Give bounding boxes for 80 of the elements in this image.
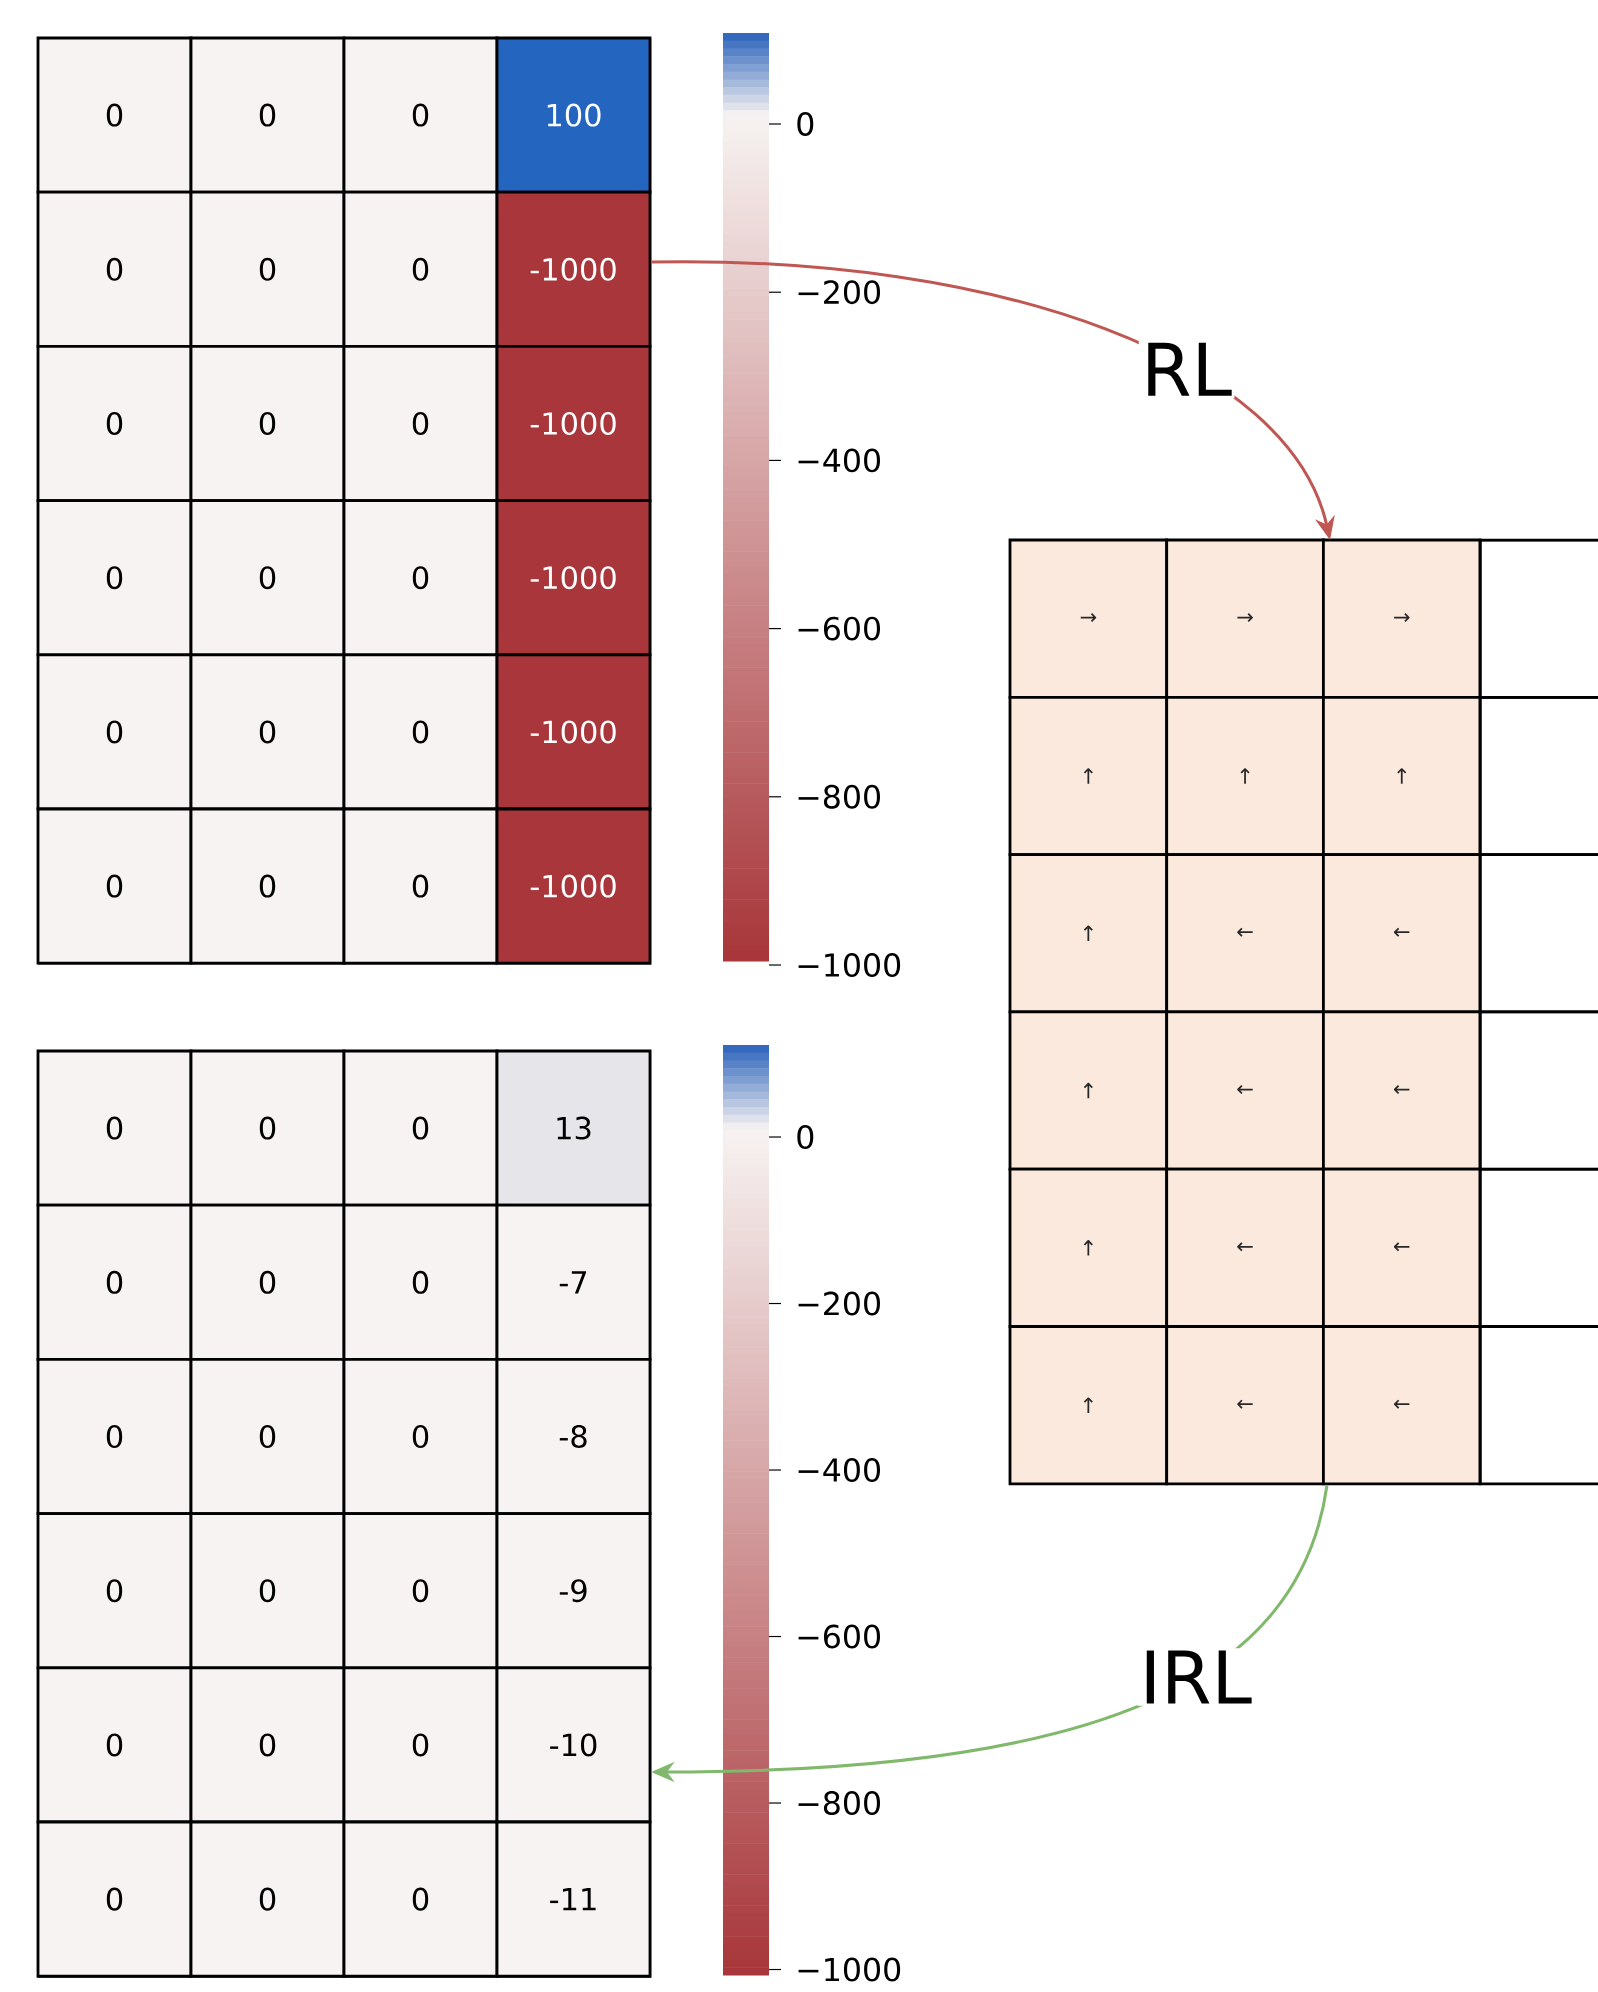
grid-cell: ← xyxy=(1322,853,1482,1014)
tick-label: −200 xyxy=(768,280,880,305)
grid-cell: 0 xyxy=(189,190,346,348)
grid-cell: 0 xyxy=(36,1049,193,1207)
grid-cell: -1000 xyxy=(495,499,652,657)
grid-cell: 0 xyxy=(342,1203,499,1361)
tick-label: −800 xyxy=(768,1791,880,1815)
grid-cell: 0 xyxy=(36,1820,193,1978)
grid-cell: 0 xyxy=(189,1666,346,1824)
grid-cell: 0 xyxy=(342,1820,499,1978)
grid-cell: ↑ xyxy=(1008,695,1169,856)
grid-cell: 0 xyxy=(342,1358,499,1516)
grid-cell: 0 xyxy=(36,36,193,194)
tick-label: −800 xyxy=(768,784,880,809)
grid-cell: ↑ xyxy=(1322,695,1482,856)
grid-cell: 13 xyxy=(495,1049,652,1207)
grid-cell: 0 xyxy=(342,1666,499,1824)
tick-label: 0 xyxy=(768,1125,814,1149)
grid-cell: 0 xyxy=(189,1512,346,1670)
grid-cell: 0 xyxy=(189,807,346,965)
grid-cell: -1000 xyxy=(495,807,652,965)
grid-cell: 0 xyxy=(189,1049,346,1207)
grid-cell: -9 xyxy=(495,1512,652,1670)
grid-cell: 0 xyxy=(189,653,346,811)
edge-label: RL xyxy=(1138,340,1235,399)
tick-label: −600 xyxy=(768,1624,880,1649)
grid-cell: 0 xyxy=(36,1203,193,1361)
grid-cell: 0 xyxy=(189,499,346,657)
grid-cell: 0 xyxy=(189,1358,346,1516)
grid-cell: -10 xyxy=(495,1666,652,1824)
tick-label: 0 xyxy=(768,112,814,136)
grid-cell: 100 xyxy=(495,36,652,194)
grid-cell: 0 xyxy=(36,1358,193,1516)
grid-cell: 0 xyxy=(189,36,346,194)
grid-cell: 0 xyxy=(189,1203,346,1361)
grid-cell: 0 xyxy=(342,36,499,194)
grid-cell: -1000 xyxy=(495,653,652,811)
grid-cell: ← xyxy=(1322,1010,1482,1171)
grid-cell: ↑ xyxy=(1008,853,1169,1014)
grid-cell: → xyxy=(1165,538,1325,699)
grid-cell: 0 xyxy=(36,1666,193,1824)
grid-cell: -8 xyxy=(495,1358,652,1516)
grid-cell: 0 xyxy=(342,1512,499,1670)
grid-cell: -1000 xyxy=(495,345,652,502)
grid-cell: -11 xyxy=(495,1820,652,1978)
tick-label: −400 xyxy=(768,448,880,473)
grid-cell: ← xyxy=(1165,1325,1325,1486)
tick-label: −600 xyxy=(768,616,880,641)
grid-cell: -7 xyxy=(495,1203,652,1361)
grid-cell: 0 xyxy=(36,190,193,348)
grid-cell: 0 xyxy=(342,1049,499,1207)
grid-cell: ↑ xyxy=(1008,1010,1169,1171)
grid-cell: 0 xyxy=(36,499,193,657)
tick-label: −400 xyxy=(768,1458,880,1482)
grid-cell: 0 xyxy=(189,1820,346,1978)
tick-label: −200 xyxy=(768,1291,880,1316)
grid-cell: ← xyxy=(1322,1325,1482,1486)
grid-cell: ← xyxy=(1165,853,1325,1014)
grid-cell: ← xyxy=(1165,1010,1325,1171)
edge-label: IRL xyxy=(1137,1648,1255,1706)
grid-cell: -1000 xyxy=(495,190,652,348)
grid-cell: 0 xyxy=(342,653,499,811)
grid-cell: ↑ xyxy=(1008,1325,1169,1486)
grid-cell: ↑ xyxy=(1165,695,1325,856)
grid-cell: ↑ xyxy=(1008,1167,1169,1328)
grid-cell: 0 xyxy=(36,653,193,811)
grid-cell: → xyxy=(1008,538,1169,699)
grid-cell: ← xyxy=(1165,1167,1325,1328)
grid-cell: 0 xyxy=(36,807,193,965)
grid-cell: → xyxy=(1322,538,1482,699)
grid-cell: 0 xyxy=(342,499,499,657)
grid-cell: 0 xyxy=(342,807,499,965)
grid-cell: 0 xyxy=(342,190,499,348)
grid-cell: 0 xyxy=(36,345,193,502)
grid-cell: ← xyxy=(1322,1167,1482,1328)
tick-label: −1000 xyxy=(768,1957,901,1982)
grid-cell: 0 xyxy=(342,345,499,502)
grid-cell: 0 xyxy=(36,1512,193,1670)
tick-label: −1000 xyxy=(768,953,901,977)
grid-cell: 0 xyxy=(189,345,346,502)
